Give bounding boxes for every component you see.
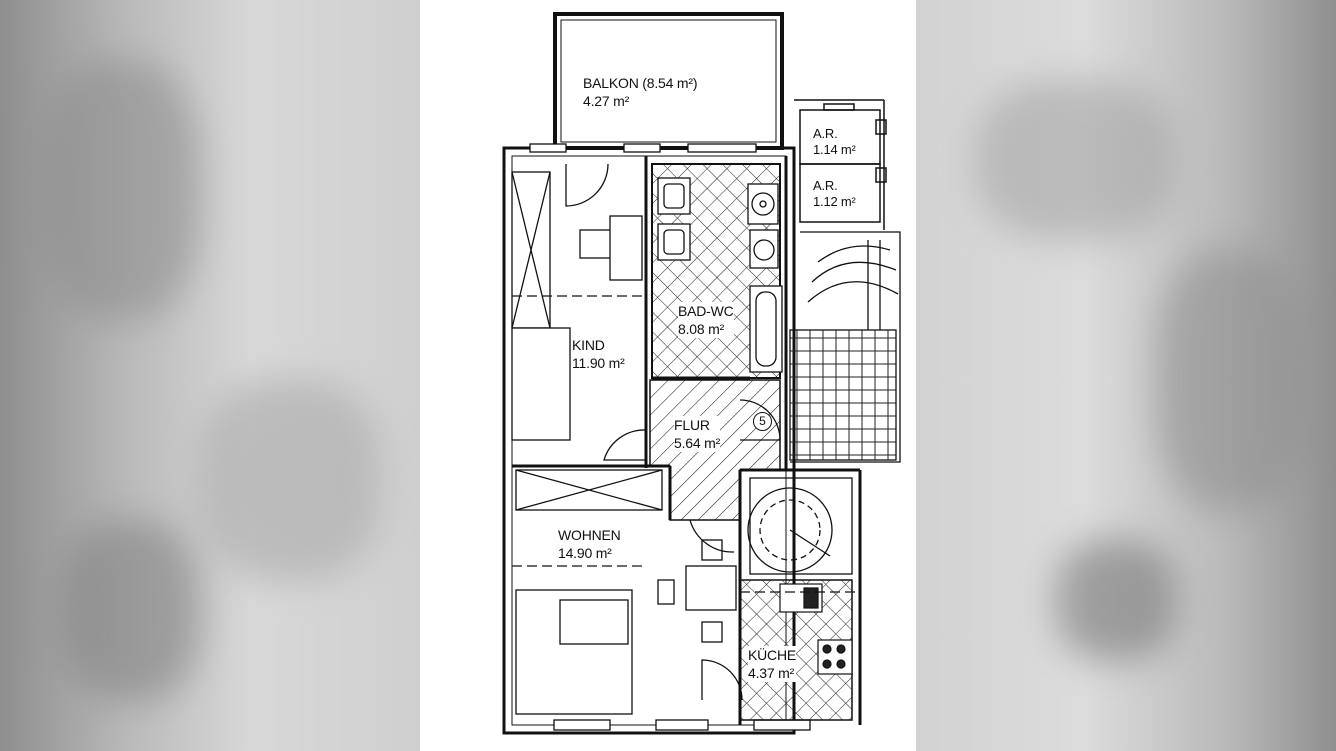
- kitchen-round-fixture: [747, 477, 853, 575]
- bathroom-area: 8.08 m²: [678, 321, 725, 337]
- storage-rooms: [799, 103, 887, 223]
- storage-room-2-name: A.R.: [813, 178, 838, 193]
- child-room-area: 11.90 m²: [572, 355, 625, 371]
- living-room-area: 14.90 m²: [558, 545, 612, 561]
- hallway-area: 5.64 m²: [674, 435, 721, 451]
- child-room-label: KIND 11.90 m²: [572, 336, 625, 372]
- kitchen-area: 4.37 m²: [748, 665, 795, 681]
- hallway-name: FLUR: [674, 417, 710, 433]
- bathroom-name: BAD-WC: [678, 303, 734, 319]
- storage-room-1-name: A.R.: [813, 126, 838, 141]
- storage-room-2-label: A.R. 1.12 m²: [813, 178, 856, 210]
- kitchen-fixtures: [779, 583, 853, 675]
- hallway-label: FLUR 5.64 m²: [674, 416, 720, 452]
- stair-marker: 5: [753, 412, 772, 431]
- storage-room-2-area: 1.12 m²: [813, 194, 856, 209]
- doors: [565, 163, 781, 701]
- staircase: [789, 231, 901, 463]
- living-room-furniture: [515, 469, 737, 715]
- storage-room-1-label: A.R. 1.14 m²: [813, 126, 856, 158]
- blurred-background-left: [0, 0, 420, 751]
- balcony-label: BALKON (8.54 m²) 4.27 m²: [583, 74, 697, 110]
- bathroom-fixtures: [657, 177, 783, 373]
- blurred-background-right: [916, 0, 1336, 751]
- balcony-area: 4.27 m²: [583, 93, 630, 109]
- child-room-name: KIND: [572, 337, 605, 353]
- living-room-name: WOHNEN: [558, 527, 621, 543]
- bathroom-label: BAD-WC 8.08 m²: [678, 302, 734, 338]
- child-room-furniture: [511, 171, 643, 441]
- balcony-name: BALKON (8.54 m²): [583, 75, 698, 91]
- floor-plan-drawing: [502, 12, 901, 735]
- floor-plan: BALKON (8.54 m²) 4.27 m² A.R. 1.14 m² A.…: [420, 0, 916, 751]
- kitchen-label: KÜCHE 4.37 m²: [748, 646, 796, 682]
- windows: [529, 143, 811, 731]
- storage-room-1-area: 1.14 m²: [813, 142, 856, 157]
- kitchen-name: KÜCHE: [748, 647, 797, 663]
- living-room-label: WOHNEN 14.90 m²: [558, 526, 621, 562]
